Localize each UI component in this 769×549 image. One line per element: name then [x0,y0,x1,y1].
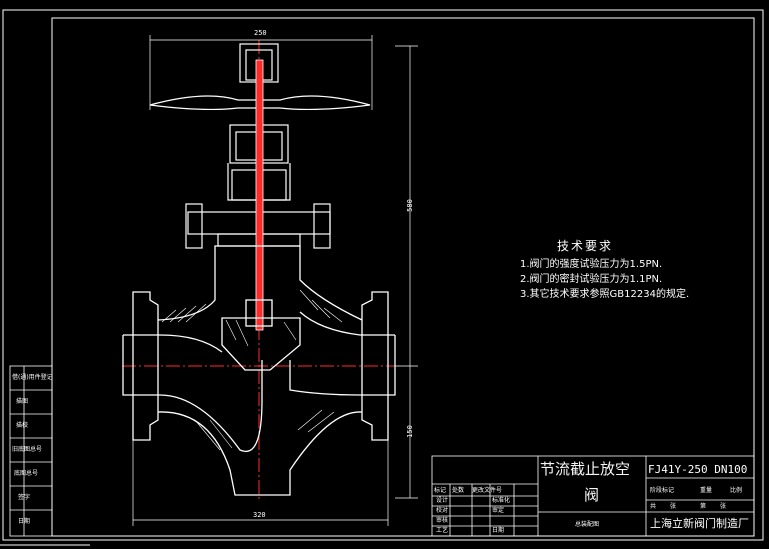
dim-label-length: 320 [253,511,266,519]
tb-right-label: 阶段标记 [650,487,675,494]
title-name-line1: 节流截止放空 [540,460,631,478]
left-strip-label: 旧底图总号 [12,446,43,453]
left-strip-label: 描校 [16,422,29,429]
tb-mid-label: 日期 [492,527,505,534]
tb-mid-label: 标准化 [492,497,511,504]
tech-req-item: 1.阀门的强度试验压力为1.5PN. [520,259,663,270]
dim-label-height: 580 [405,199,414,212]
title-factory: 上海立新阀门制造厂 [650,517,749,530]
title-block [431,455,755,537]
tb-left-label: 审核 [436,517,449,524]
left-strip [9,365,53,537]
tb-row-label: 更改文件号 [472,487,503,494]
title-drawing-type: 总装配图 [575,521,600,528]
left-strip-label: 底图总号 [14,470,39,477]
left-strip-label: 借(通)用件登记 [12,374,53,381]
tb-sheet-label: 张 [670,503,677,510]
dim-handwheel [149,35,373,110]
tech-req-title: 技术要求 [557,239,614,253]
tb-right-label: 重量 [700,487,713,494]
inner-border [51,17,755,537]
tb-mid-label: 审定 [492,507,505,514]
dim-height [395,45,418,499]
tb-row-label: 标记 [434,487,447,494]
dim-label-lower: 150 [405,425,414,438]
tb-sheet-label: 第 [700,503,707,510]
title-code: FJ41Y-250 DN100 [648,463,748,476]
outer-border [2,9,764,541]
tb-sheet-label: 共 [650,503,657,510]
section-hatching [161,289,343,451]
valve-body [122,245,396,496]
left-strip-label: 日期 [18,518,31,525]
title-name-line2: 阀 [584,486,600,504]
dim-label-handwheel: 250 [254,29,267,37]
left-strip-label: 签字 [18,494,31,501]
tb-left-label: 工艺 [436,527,449,534]
tb-left-label: 设计 [436,497,449,504]
tb-sheet-label: 张 [720,503,727,510]
valve-stem [255,59,264,331]
tech-req-item: 3.其它技术要求参照GB12234的规定. [520,289,690,300]
tb-left-label: 校对 [436,507,449,514]
tb-row-label: 处数 [452,487,465,494]
tb-right-label: 比例 [730,487,743,494]
tech-req-item: 2.阀门的密封试验压力为1.1PN. [520,274,663,285]
left-strip-label: 描图 [16,398,29,405]
